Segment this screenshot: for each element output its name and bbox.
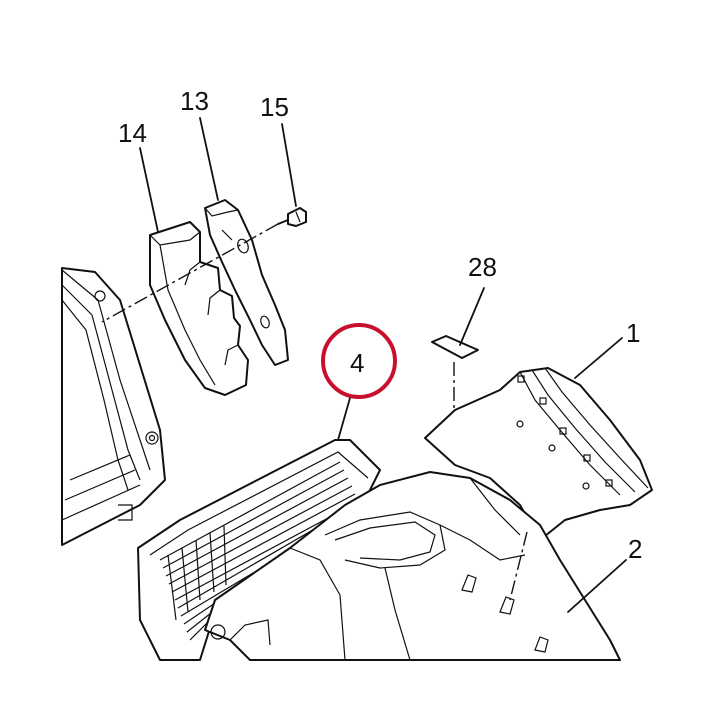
- assembly-axis-1: [509, 531, 528, 601]
- assembly-axis-15: [101, 223, 279, 323]
- callout-28: 28: [468, 252, 497, 282]
- part-1-duct-cover: [424, 367, 653, 541]
- mount-pegs: [461, 574, 549, 653]
- part-2-intake-body: [204, 471, 621, 661]
- part-14-pad: [149, 221, 249, 396]
- callout-4: 4: [350, 348, 364, 378]
- callout-13: 13: [180, 86, 209, 116]
- leader-lines: [139, 117, 627, 613]
- callout-1: 1: [626, 318, 640, 348]
- callout-15: 15: [260, 92, 289, 122]
- callout-14: 14: [118, 118, 147, 148]
- highlight-circle: [321, 323, 397, 399]
- part-13-bracket: [204, 199, 289, 366]
- airbox-housing-left: [61, 267, 166, 546]
- part-15-screw: [277, 207, 307, 227]
- callout-2: 2: [628, 534, 642, 564]
- part-28-plate: [431, 335, 479, 359]
